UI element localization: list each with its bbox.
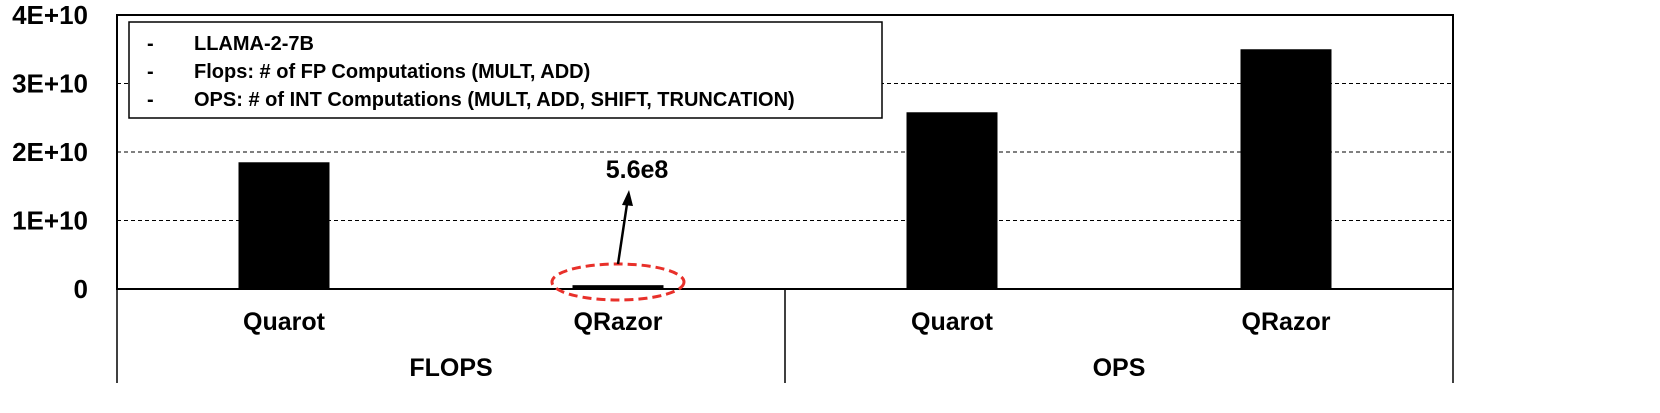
y-tick-label: 2E+10 [12,137,88,167]
annotation-label: 5.6e8 [606,156,669,184]
y-tick-label: 4E+10 [12,0,88,30]
annotation-arrow [616,203,629,265]
legend-frame [128,21,883,119]
annotation: 5.6e8 [550,156,686,302]
category-label: Quarot [911,308,994,336]
group-label: FLOPS [409,354,492,382]
y-axis-ticks: 0 1E+10 2E+10 3E+10 4E+10 [12,0,88,304]
category-label: QRazor [1242,308,1331,336]
y-tick-label: 3E+10 [12,69,88,99]
legend-bullet: - [147,89,154,111]
y-tick-label: 1E+10 [12,206,88,236]
highlight-ellipse [550,262,686,302]
legend-line: LLAMA-2-7B [194,33,314,55]
y-tick-label: 0 [74,274,88,304]
bar [1240,49,1332,289]
legend-line: Flops: # of FP Computations (MULT, ADD) [194,61,590,83]
legend-bullet: - [147,61,154,83]
bar [906,112,998,290]
category-label: QRazor [574,308,663,336]
arrowhead-icon [622,190,633,206]
bars [238,49,1332,290]
legend-bullet: - [147,33,154,55]
bar [572,285,664,289]
legend-box: - LLAMA-2-7B - Flops: # of FP Computations … [128,21,883,119]
plot-frame [116,14,1454,383]
group-label: OPS [1093,354,1146,382]
bar [238,162,330,289]
category-label: Quarot [243,308,326,336]
legend-line: OPS: # of INT Computations (MULT, ADD, S… [194,89,795,111]
